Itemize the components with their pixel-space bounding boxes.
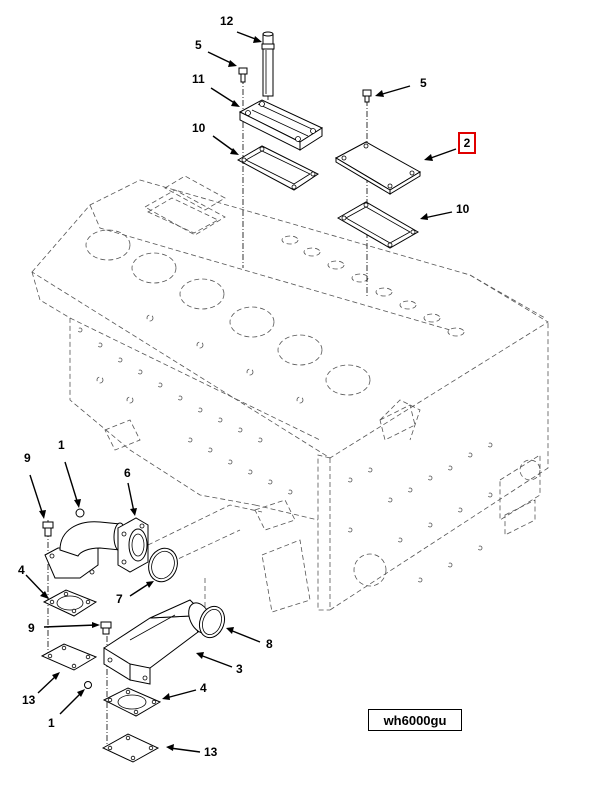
cylinder-bores	[85, 229, 371, 396]
part-12-tube	[261, 31, 275, 97]
part-9-bolt-lower	[100, 621, 112, 635]
callout-9-lower: 9	[28, 621, 35, 635]
part-elbow	[44, 521, 127, 579]
callout-11: 11	[192, 72, 205, 86]
callout-10-right: 10	[456, 202, 470, 216]
part-10-gasket-left	[236, 145, 319, 191]
part-11-bracket	[238, 99, 324, 151]
callout-arrows	[25, 31, 457, 753]
part-5-bolt-left	[238, 67, 248, 83]
face-holes	[77, 314, 493, 583]
callout-9-upper: 9	[24, 451, 31, 465]
part-9-bolt-upper	[42, 521, 54, 537]
callout-1-lower: 1	[48, 716, 55, 730]
callout-4-lower: 4	[200, 681, 207, 695]
callout-13-upper: 13	[22, 693, 36, 707]
callout-3: 3	[236, 662, 243, 676]
part-1-plug-upper	[75, 508, 85, 518]
callout-7: 7	[116, 592, 123, 606]
callout-6: 6	[124, 466, 131, 480]
installed-covers	[144, 175, 226, 236]
callout-12: 12	[220, 14, 234, 28]
callout-5-left: 5	[195, 38, 202, 52]
part-13-cover-lower	[101, 733, 160, 763]
drawing-id-label: wh6000gu	[368, 709, 462, 731]
callout-13-lower: 13	[204, 745, 218, 759]
part-4-gasket-upper	[42, 589, 98, 617]
part-10-gasket-right	[336, 201, 420, 249]
callout-8: 8	[266, 637, 273, 651]
callout-10-left: 10	[192, 121, 206, 135]
part-8-o-ring	[198, 605, 226, 639]
part-13-cover-upper	[40, 643, 98, 671]
part-2-cover-plate	[334, 141, 421, 195]
deck-slots	[281, 235, 465, 337]
callout-2-highlighted: 2	[458, 132, 476, 154]
part-1-plug-lower	[84, 681, 92, 689]
part-5-bolt-right	[362, 89, 372, 103]
part-3-adapter	[103, 599, 213, 685]
callout-4-upper: 4	[18, 563, 25, 577]
engine-block	[31, 175, 549, 611]
part-4-gasket-lower	[102, 687, 162, 717]
part-7-o-ring	[148, 547, 178, 583]
callout-1-upper: 1	[58, 438, 65, 452]
part-6-flange	[117, 517, 149, 573]
callout-labels: 12 5 11 10 5 10 9 1 6 4 7 9 8 3 13 1 4 1…	[18, 14, 470, 759]
callout-5-right: 5	[420, 76, 427, 90]
